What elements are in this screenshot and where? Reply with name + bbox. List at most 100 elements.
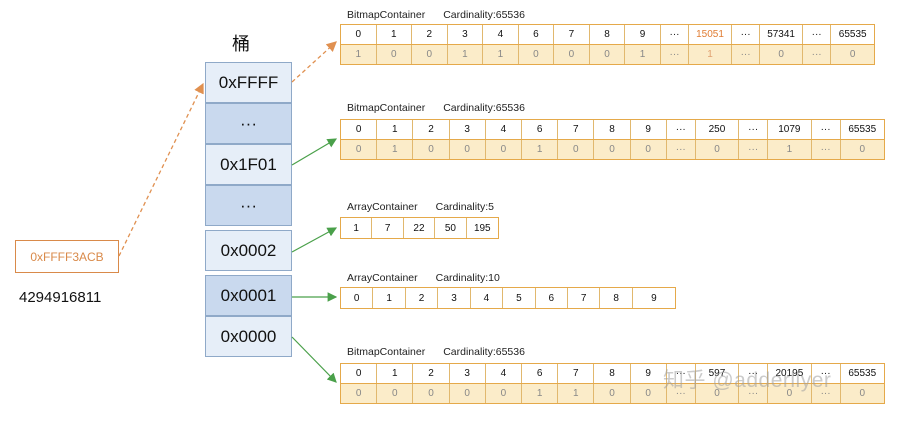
container-4-header: BitmapContainer Cardinality:65536 bbox=[347, 346, 525, 358]
container-4-type: BitmapContainer bbox=[347, 346, 426, 358]
container-1-bit-cell: ··· bbox=[739, 140, 769, 159]
container-4-index-cell: 20195 bbox=[768, 364, 812, 383]
container-1-bit-cell: 0 bbox=[450, 140, 486, 159]
container-1-bit-cell: 0 bbox=[413, 140, 450, 159]
container-0-index-cell: 15051 bbox=[689, 25, 732, 44]
bucket-slot-ellipsis-2: ··· bbox=[205, 185, 292, 226]
container-1-index-cell: 7 bbox=[558, 120, 595, 139]
arrow-0x1f01-to-container bbox=[291, 138, 338, 166]
container-0-index-cell: 4 bbox=[483, 25, 519, 44]
container-1-index-cell: 8 bbox=[594, 120, 631, 139]
container-2-value-cell: 7 bbox=[372, 218, 404, 238]
container-3-cardinality: Cardinality:10 bbox=[435, 272, 500, 284]
container-0-bit-cell: 0 bbox=[377, 45, 413, 64]
container-4-bit-cell: 1 bbox=[558, 384, 595, 403]
bucket-slot-ellipsis-1: ··· bbox=[205, 103, 292, 144]
container-3-value-cell: 0 bbox=[341, 288, 374, 308]
container-4-bit-cell: 0 bbox=[768, 384, 812, 403]
container-1-index-cell: 3 bbox=[450, 120, 486, 139]
container-0-bit-cell: 0 bbox=[412, 45, 448, 64]
container-4-index-cell: 9 bbox=[631, 364, 667, 383]
container-0-index-cell: 57341 bbox=[760, 25, 803, 44]
container-1-type: BitmapContainer bbox=[347, 102, 426, 114]
container-0-bit-cell: 0 bbox=[849, 49, 856, 60]
container-1-index-cell: ··· bbox=[739, 120, 769, 139]
container-0-index-cell: 1 bbox=[377, 25, 413, 44]
container-4-cardinality: Cardinality:65536 bbox=[443, 346, 525, 358]
container-1-bit-cell: ··· bbox=[812, 140, 841, 159]
container-4-index-cell: ··· bbox=[812, 364, 841, 383]
container-4-index-cell: 7 bbox=[558, 364, 595, 383]
container-1-bit-cell: 0 bbox=[631, 140, 667, 159]
container-3-value-cell: 8 bbox=[600, 288, 633, 308]
arrow-key-to-bucket bbox=[118, 82, 204, 257]
container-1-bit-cell: 0 bbox=[696, 140, 740, 159]
container-1-bit-cell: 0 bbox=[341, 140, 378, 159]
container-0-bit-cell: 0 bbox=[519, 45, 555, 64]
watermark: 知乎 @adderllyer bbox=[663, 369, 832, 392]
container-1-index-cell: 65535 bbox=[848, 124, 877, 135]
bucket-slot-0x0000: 0x0000 bbox=[205, 316, 292, 357]
container-3-value-cell: 1 bbox=[373, 288, 406, 308]
container-0-index-cell: ··· bbox=[661, 25, 690, 44]
container-4-bit-cell: 0 bbox=[377, 384, 414, 403]
container-1-bit-cell: ··· bbox=[667, 140, 696, 159]
container-4-bit-cell: 0 bbox=[341, 384, 378, 403]
container-4-index-cell: ··· bbox=[739, 364, 769, 383]
container-1-bit-cell: 0 bbox=[486, 140, 522, 159]
container-3-value-cell: 2 bbox=[406, 288, 439, 308]
arrow-0x0000-to-container bbox=[291, 336, 337, 383]
container-1-index-cell: 1 bbox=[377, 120, 414, 139]
container-4-bit-cell: 1 bbox=[522, 384, 559, 403]
container-0-bit-cell: 1 bbox=[448, 45, 484, 64]
container-0-bit-cell: ··· bbox=[661, 45, 690, 64]
container-0-index-cell: 8 bbox=[590, 25, 626, 44]
container-1-cardinality: Cardinality:65536 bbox=[443, 102, 525, 114]
container-3-value-cell: 9 bbox=[651, 292, 657, 304]
container-0-index-cell: 9 bbox=[625, 25, 661, 44]
container-1-index-cell: 6 bbox=[522, 120, 559, 139]
container-1-index-cell: ··· bbox=[812, 120, 841, 139]
container-2-value-cell: 195 bbox=[473, 222, 491, 234]
container-0-bit-cell: 0 bbox=[760, 45, 803, 64]
container-3-value-cell: 7 bbox=[568, 288, 601, 308]
arrow-0x0002-to-container bbox=[291, 227, 338, 253]
container-0-bit-cell: ··· bbox=[803, 45, 832, 64]
container-1-bit-cell: 1 bbox=[768, 140, 812, 159]
container-2-value-cell: 1 bbox=[341, 218, 373, 238]
container-1-index-cell: 4 bbox=[486, 120, 522, 139]
container-1-index-cell: 9 bbox=[631, 120, 667, 139]
container-4-index-cell: 2 bbox=[413, 364, 450, 383]
container-4-bit-cell: 0 bbox=[450, 384, 486, 403]
container-0-type: BitmapContainer bbox=[347, 9, 426, 21]
bucket-title: 桶 bbox=[232, 34, 250, 54]
container-0-cardinality: Cardinality:65536 bbox=[443, 9, 525, 21]
container-4-bit-cell: 0 bbox=[413, 384, 450, 403]
container-1-bit-cell: 1 bbox=[522, 140, 559, 159]
container-0-bit-cell: ··· bbox=[732, 45, 761, 64]
container-1-bit-cell: 0 bbox=[859, 144, 866, 155]
container-0-bit-cell: 1 bbox=[483, 45, 519, 64]
container-0-bit-cell: 1 bbox=[689, 45, 732, 64]
container-4-bit-cell: 0 bbox=[486, 384, 522, 403]
container-0-header: BitmapContainer Cardinality:65536 bbox=[347, 9, 525, 21]
container-1-bit-cell: 1 bbox=[377, 140, 414, 159]
container-0-index-cell: ··· bbox=[732, 25, 761, 44]
container-0-index-cell: 0 bbox=[341, 25, 377, 44]
container-4-index-cell: 65535 bbox=[848, 368, 877, 379]
container-3-value-cell: 3 bbox=[438, 288, 471, 308]
container-4-index-cell: 4 bbox=[486, 364, 522, 383]
container-4-bit-cell: ··· bbox=[667, 384, 696, 403]
bucket-slot-0x1f01: 0x1F01 bbox=[205, 144, 292, 185]
